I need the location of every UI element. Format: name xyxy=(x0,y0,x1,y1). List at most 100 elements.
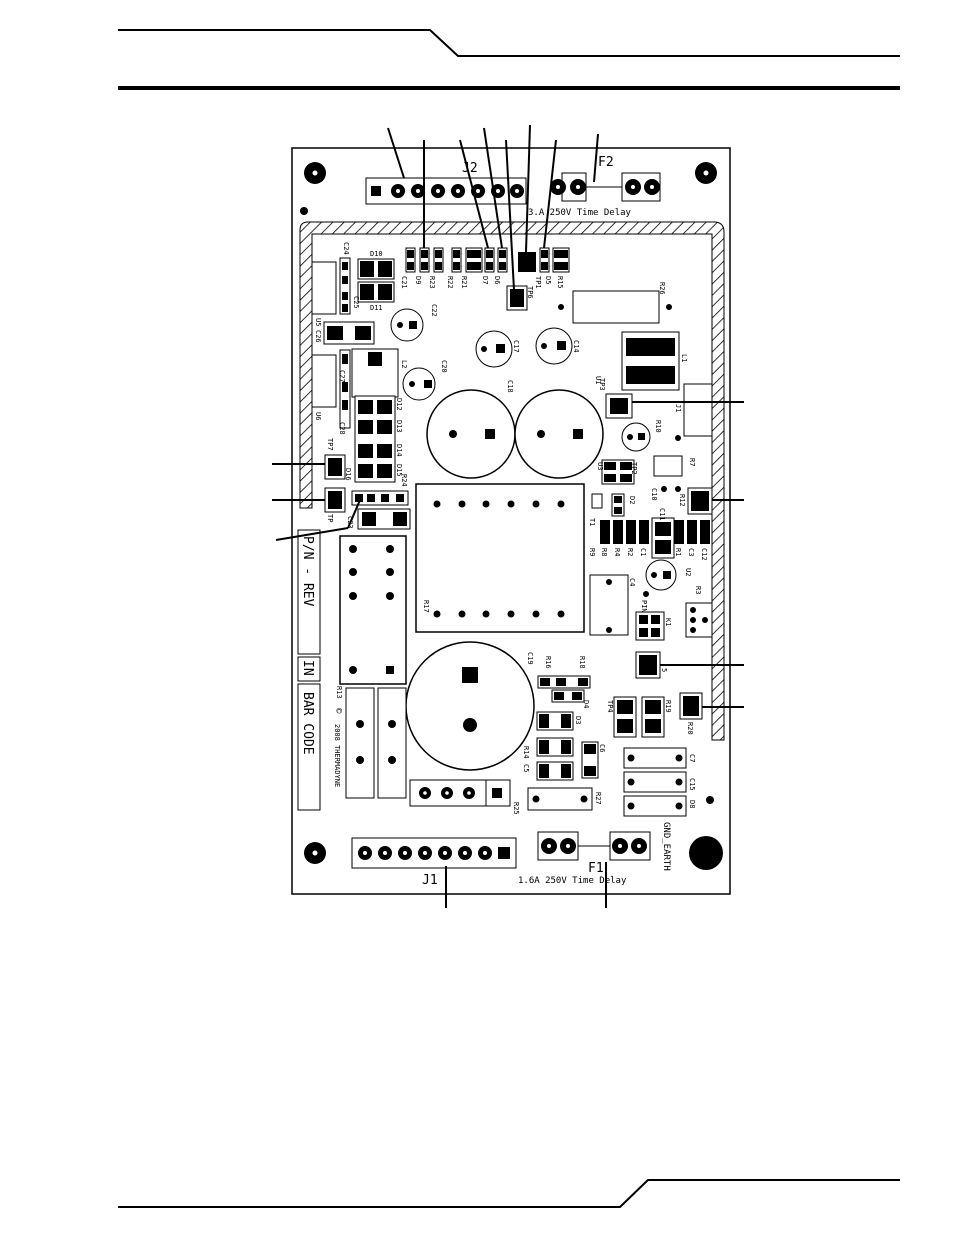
lbl-u1: R7 xyxy=(688,458,696,466)
lbl-tp3: TP3 xyxy=(598,378,606,391)
lbl-c15: R27 xyxy=(594,792,602,805)
lbl-r16: D4 xyxy=(582,700,590,708)
lbl-5: 5 xyxy=(660,668,668,672)
lower-smd-cluster: R16 R18 D4 D3 R14 C5 C6 TP4 R19 R20 C7 C… xyxy=(522,656,703,817)
connector-j1: J1 xyxy=(351,837,517,888)
upper-right-parts: R26 L1 TP3 J1 R10 R7 xyxy=(558,282,713,492)
lbl-c12: C4 xyxy=(628,578,636,586)
lbl-tp: TP xyxy=(326,514,334,522)
lbl-c4: PIN 1 xyxy=(640,600,648,621)
lbl-r15: R15 xyxy=(556,276,564,289)
power-resistors xyxy=(345,687,407,799)
j1-label: J1 xyxy=(422,873,438,888)
lbl-c21: C21 xyxy=(400,276,408,289)
lbl-c10: D2 xyxy=(628,496,636,504)
lbl-j1-small: J1 xyxy=(674,404,682,412)
fuse-f2: F2 3.A 250V Time Delay xyxy=(528,155,661,218)
lbl-c1: C3 xyxy=(687,548,695,556)
lbl-d6: D6 xyxy=(493,276,501,284)
copyright-symbol: © xyxy=(333,708,343,714)
copyright-block: © 2008 THERMADYNE xyxy=(333,708,343,787)
top-row-smd: C21 D9 R23 R22 R21 D7 D6 TP6 TP1 D5 R15 xyxy=(400,247,570,311)
lbl-c14: C14 xyxy=(572,340,580,353)
lbl-l2: L2 xyxy=(400,360,408,368)
lbl-c24: C24 xyxy=(342,242,350,255)
lbl-u6: U6 xyxy=(314,412,322,420)
pn-rev-label: P/N - REV xyxy=(300,536,315,607)
lbl-d12: D12 xyxy=(395,398,403,411)
relay-k1: R13 xyxy=(335,535,407,699)
lbl-r13: R18 xyxy=(578,656,586,669)
mounting-holes xyxy=(300,162,723,870)
lbl-c5: C7 xyxy=(688,754,696,762)
page-footer-rule xyxy=(118,1179,900,1208)
lbl-u2: R3 xyxy=(694,586,702,594)
lbl-t1: R9 xyxy=(588,548,596,556)
lbl-c20: C20 xyxy=(440,360,448,373)
lbl-r7: TP2 xyxy=(630,462,638,475)
lbl-d15: D15 xyxy=(395,464,403,477)
lbl-r24: R24 xyxy=(400,474,408,487)
lbl-r22: R22 xyxy=(446,276,454,289)
lbl-c6: C15 xyxy=(688,778,696,791)
lbl-c18: C18 xyxy=(506,380,514,393)
lbl-r17: R16 xyxy=(544,656,552,669)
page-header-rule xyxy=(118,29,900,90)
lbl-r1: C12 xyxy=(700,548,708,561)
lbl-k1: R13 xyxy=(335,686,343,699)
lbl-c25: C25 xyxy=(352,296,360,309)
lbl-u5: U5 xyxy=(314,318,322,326)
side-label-panel: P/N - REV IN BAR CODE xyxy=(297,529,321,811)
lbl-u3: C10 xyxy=(650,488,658,501)
lbl-c17: C17 xyxy=(512,340,520,353)
lbl-d7: D7 xyxy=(481,276,489,284)
lbl-l1: L1 xyxy=(680,354,688,362)
transformer-t1: R17 xyxy=(415,483,585,633)
lbl-d2: C11 xyxy=(658,508,666,521)
gnd-earth-label: GND_EARTH xyxy=(661,822,671,871)
lbl-r10: U3 xyxy=(596,462,604,470)
lbl-d8: R25 xyxy=(512,802,520,815)
lbl-r12: T1 xyxy=(588,518,596,526)
lbl-tp7: TP7 xyxy=(326,438,334,451)
lbl-r26: R26 xyxy=(658,282,666,295)
lbl-r19: R14 xyxy=(522,746,530,759)
lbl-d5: D5 xyxy=(544,276,552,284)
lbl-r2: R1 xyxy=(674,548,682,556)
barcode-label: BAR CODE xyxy=(300,692,315,755)
lbl-c27: C27 xyxy=(338,370,346,383)
fuse-f1: F1 1.6A 250V Time Delay GND_EARTH xyxy=(518,822,671,886)
lbl-r23: R23 xyxy=(428,276,436,289)
lbl-tp1: TP1 xyxy=(534,276,542,289)
lbl-d14: D14 xyxy=(395,444,403,457)
lbl-c26: C26 xyxy=(314,330,322,343)
lbl-tp2: R12 xyxy=(678,494,686,507)
f1-rating: 1.6A 250V Time Delay xyxy=(518,876,627,886)
lbl-d13: D13 xyxy=(395,420,403,433)
lbl-tp4: R20 xyxy=(686,722,694,735)
f2-rating: 3.A 250V Time Delay xyxy=(528,208,632,218)
in-label: IN xyxy=(300,660,315,676)
lbl-pin1: R17 xyxy=(422,600,430,613)
lbl-c3: U2 xyxy=(684,568,692,576)
lbl-r18: D3 xyxy=(574,716,582,724)
lbl-c9: R10 xyxy=(654,420,662,433)
f2-label: F2 xyxy=(598,155,614,170)
lbl-d3: R19 xyxy=(664,700,672,713)
bulk-capacitors: C18 U1 C17 C14 xyxy=(426,327,604,479)
lbl-c19: C19 xyxy=(526,652,534,665)
lbl-r21: R21 xyxy=(460,276,468,289)
lbl-d10: D10 xyxy=(370,250,383,258)
left-column-parts: D10 D11 C24 C25 U5 C26 L2 C22 C27 U6 C28… xyxy=(311,242,448,530)
lbl-c11: R8 xyxy=(600,548,608,556)
callout-lines xyxy=(272,124,744,908)
connector-j2: J2 xyxy=(365,161,527,205)
lbl-r20: C5 xyxy=(522,764,530,772)
lbl-d11: D11 xyxy=(370,304,383,312)
lbl-r8: R2 xyxy=(626,548,634,556)
lbl-c7: D8 xyxy=(688,800,696,808)
lbl-c28: C28 xyxy=(338,422,346,435)
hatched-border xyxy=(299,221,725,741)
smd-row-middle xyxy=(600,520,710,544)
lbl-d9: D9 xyxy=(414,276,422,284)
